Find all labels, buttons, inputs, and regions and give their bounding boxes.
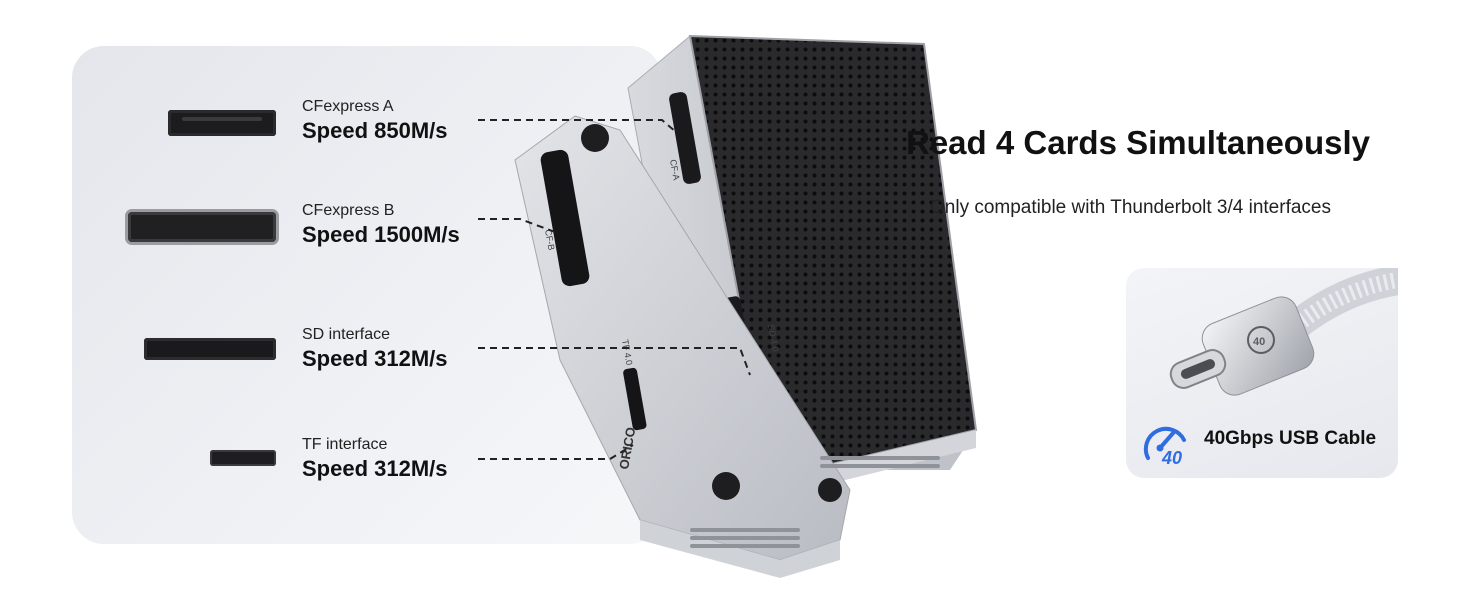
speedometer-40-icon: 40 <box>1143 426 1186 468</box>
cf-a-slot <box>669 92 701 184</box>
slot-name: CFexpress B <box>302 202 395 219</box>
cable-label: 40Gbps USB Cable <box>1204 428 1377 449</box>
slot-speed: Speed 312M/s <box>302 346 448 371</box>
slot-name: TF interface <box>302 436 388 453</box>
slot-name: SD interface <box>302 326 391 343</box>
leader-line-sd <box>478 347 751 376</box>
brand-logo-text: ORICO <box>616 426 638 471</box>
tf-card-icon <box>210 450 276 466</box>
slot-label-cfexpress-a: CFexpress A Speed 850M/s <box>302 97 448 145</box>
leader-line-tf <box>478 444 634 460</box>
slot-label-tf: TF interface Speed 312M/s <box>302 435 448 483</box>
leader-line-cf-a <box>478 119 677 133</box>
slot-speed: Speed 1500M/s <box>302 222 460 247</box>
marking-tf: TF 4.0 <box>620 339 634 366</box>
usb-c-cable-illustration: 40 <box>1169 268 1398 396</box>
cfexpress-b-card-icon <box>128 212 276 242</box>
slot-label-sd: SD interface Speed 312M/s <box>302 325 448 373</box>
slot-speed: Speed 312M/s <box>302 456 448 481</box>
plug-badge: 40 <box>1253 336 1265 348</box>
card-reader-illustration: ORICO CF-A CF-B SD 4.0 TF 4.0 <box>478 34 978 578</box>
slot-speed: Speed 850M/s <box>302 118 448 143</box>
page-heading: Read 4 Cards Simultaneously <box>906 124 1370 161</box>
marking-cf-a: CF-A <box>668 159 681 181</box>
marking-cf-b: CF-B <box>543 229 556 251</box>
marking-sd: SD 4.0 <box>766 324 781 353</box>
leader-line-cf-b <box>478 218 556 233</box>
speed-icon-number: 40 <box>1161 448 1182 468</box>
slot-label-cfexpress-b: CFexpress B Speed 1500M/s <box>302 201 460 249</box>
cf-b-slot <box>540 149 590 287</box>
tf-slot <box>623 367 647 431</box>
compatibility-note: Only compatible with Thunderbolt 3/4 int… <box>930 197 1331 218</box>
slot-name: CFexpress A <box>302 98 394 115</box>
cfexpress-a-card-icon <box>168 110 276 136</box>
sd-card-icon <box>144 338 276 360</box>
